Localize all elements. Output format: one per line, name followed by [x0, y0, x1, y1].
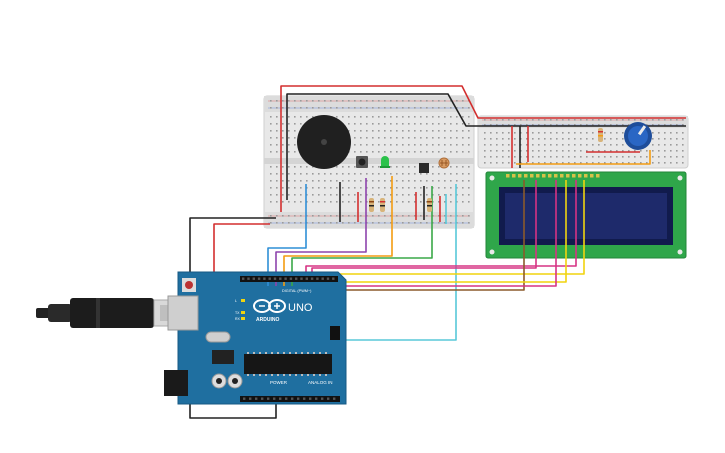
lcd-pin	[506, 174, 510, 178]
atmega-chip	[244, 354, 332, 374]
piezo-buzzer[interactable]	[297, 115, 351, 169]
lcd-pin	[578, 174, 582, 178]
resistor-3[interactable]	[427, 198, 432, 212]
lcd-pin	[560, 174, 564, 178]
digital-label: DIGITAL (PWM~)	[282, 289, 312, 293]
photoresistor[interactable]	[438, 157, 450, 169]
lcd-pin-header	[506, 174, 600, 178]
digital-header[interactable]	[240, 276, 338, 282]
lcd-pin	[566, 174, 570, 178]
lcd-pin	[524, 174, 528, 178]
push-button[interactable]	[356, 156, 368, 168]
lcd-pin	[536, 174, 540, 178]
wire-black-top	[286, 93, 686, 200]
brand-label: ARDUINO	[256, 317, 279, 323]
lcd-pin	[596, 174, 600, 178]
arduino-logo	[253, 299, 286, 313]
tmp-sensor[interactable]	[419, 163, 429, 173]
lcd-pin	[554, 174, 558, 178]
wires[interactable]	[189, 85, 686, 419]
wire-purple	[275, 178, 367, 282]
analog-label: ANALOG IN	[308, 380, 333, 385]
green-led[interactable]	[380, 156, 390, 168]
resistor-4[interactable]	[598, 128, 603, 142]
lcd-pin	[530, 174, 534, 178]
lcd-pin	[584, 174, 588, 178]
usb-plug[interactable]	[36, 298, 187, 328]
lcd-pin	[518, 174, 522, 178]
model-label: UNO	[288, 302, 313, 314]
lcd-pin	[512, 174, 516, 178]
wire-red-top	[280, 85, 686, 212]
lcd-pin	[572, 174, 576, 178]
lcd-pin	[542, 174, 546, 178]
potentiometer[interactable]	[624, 122, 652, 150]
wire-orange	[283, 176, 393, 282]
lcd-screen	[505, 193, 667, 239]
lcd-pin	[590, 174, 594, 178]
resistor-1[interactable]	[369, 198, 374, 212]
tx-label: TX	[235, 311, 240, 315]
wire-orange-bb2	[516, 150, 651, 165]
header-wire-ends	[267, 282, 293, 286]
lcd-pin	[548, 174, 552, 178]
wire-blue	[267, 184, 307, 282]
arduino-uno[interactable]: UNO ARDUINO DIGITAL (PWM~) ANALOG IN POW…	[164, 271, 347, 405]
l-label: L	[235, 299, 237, 303]
wire-black-gnd	[189, 217, 277, 419]
secondary-breadboard[interactable]	[477, 115, 689, 169]
resistor-2[interactable]	[380, 198, 385, 212]
lcd-16x2[interactable]	[485, 171, 687, 259]
wire-green	[291, 186, 433, 282]
power-label: POWER	[270, 380, 288, 385]
breadboard-holes	[270, 100, 470, 224]
power-analog-header[interactable]	[240, 396, 340, 402]
rx-label: RX	[235, 317, 241, 321]
